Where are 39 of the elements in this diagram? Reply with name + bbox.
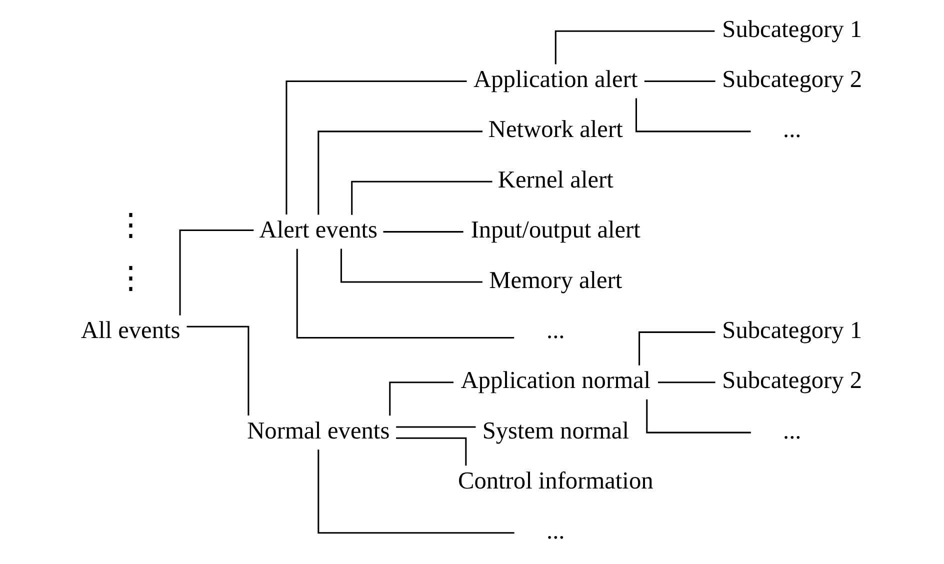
node-text: ... bbox=[546, 316, 565, 344]
connector bbox=[383, 231, 464, 233]
connector bbox=[396, 437, 467, 466]
connector bbox=[296, 248, 514, 339]
node-text: Kernel alert bbox=[498, 166, 614, 194]
node-text: Input/output alert bbox=[470, 216, 640, 244]
node-text: Memory alert bbox=[489, 266, 622, 294]
connector bbox=[646, 399, 751, 434]
node-text: All events bbox=[80, 316, 180, 344]
node-text: Application normal bbox=[460, 367, 651, 394]
connector bbox=[340, 248, 482, 283]
connector bbox=[554, 30, 715, 64]
node-text: Subcategory 2 bbox=[722, 66, 862, 94]
connector bbox=[396, 426, 476, 428]
connector bbox=[318, 130, 483, 215]
node-text: Subcategory 1 bbox=[722, 16, 862, 43]
connector bbox=[638, 331, 716, 366]
node-text: Alert events bbox=[259, 216, 378, 244]
node-text: Subcategory 2 bbox=[722, 367, 862, 394]
node-text: Subcategory 1 bbox=[722, 316, 862, 344]
node-text: ... bbox=[782, 116, 802, 144]
node-text: System normal bbox=[482, 417, 629, 444]
connector bbox=[179, 230, 254, 316]
connector bbox=[635, 98, 751, 132]
node-text: Application alert bbox=[474, 66, 638, 94]
node-text: ... bbox=[782, 417, 802, 444]
node-text: ... bbox=[546, 518, 565, 545]
node-text: Network alert bbox=[488, 116, 623, 144]
node-text: Control information bbox=[458, 468, 654, 495]
connector bbox=[644, 80, 716, 82]
label: ⋮ bbox=[116, 208, 146, 242]
connector bbox=[389, 382, 454, 416]
connector bbox=[658, 382, 716, 384]
connector bbox=[286, 80, 467, 215]
connector bbox=[186, 326, 250, 416]
connector bbox=[318, 450, 514, 534]
node-text: Normal events bbox=[247, 417, 390, 444]
connector bbox=[351, 180, 492, 215]
label: ⋮ bbox=[116, 261, 146, 296]
